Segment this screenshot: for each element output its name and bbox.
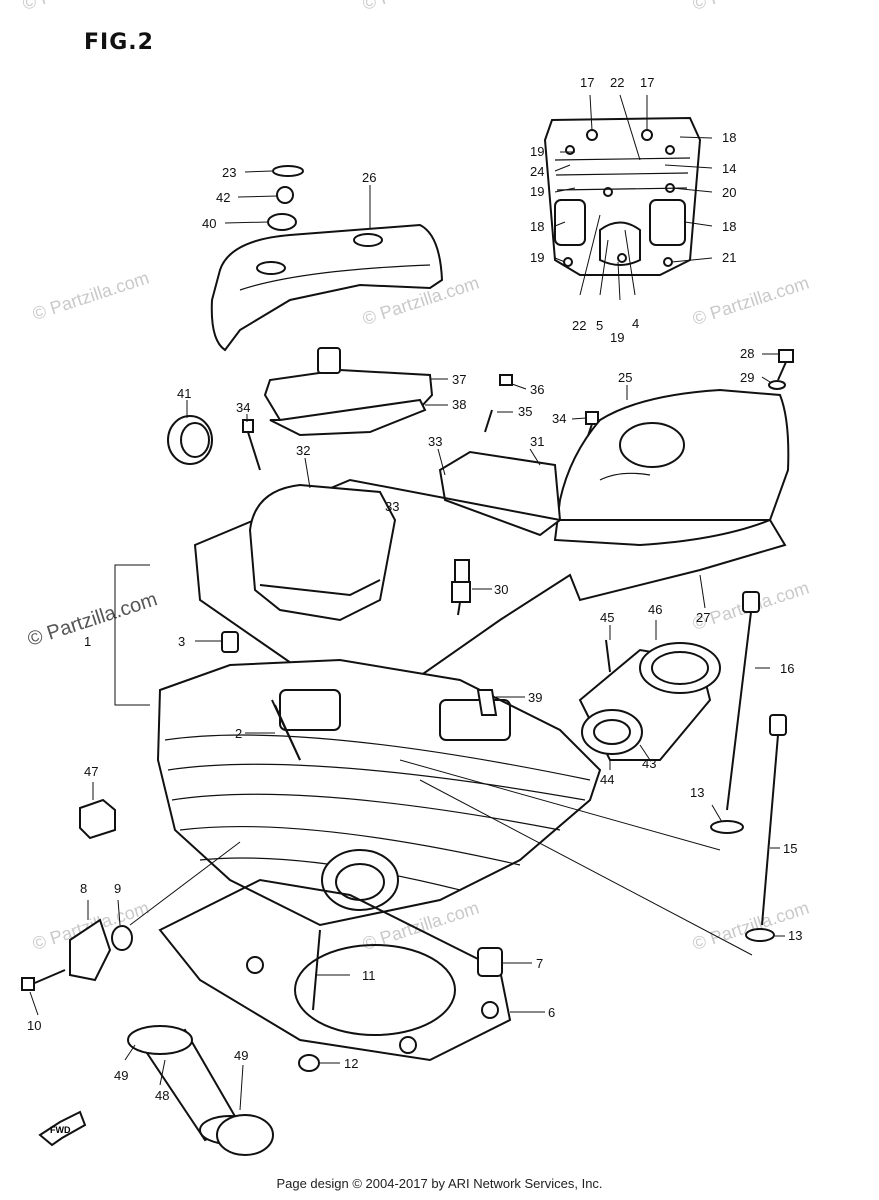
callout-17: 17 [640,75,654,90]
callout-16: 16 [780,661,794,676]
part-valve-cover-plate [437,448,562,537]
part-dowel [477,947,532,977]
callout-2: 2 [235,726,242,741]
callout-19: 19 [530,144,544,159]
part-dowel-pin [195,631,239,653]
part-intake-pipe [578,620,721,770]
fwd-label: FWD [50,1125,71,1135]
part-head-frame-bracket [114,564,150,706]
part-fitting [21,841,241,1016]
callout-34: 34 [552,411,566,426]
callout-25: 25 [618,370,632,385]
callout-26: 26 [362,170,376,185]
callout-27: 27 [696,610,710,625]
part-head-gasket [158,878,545,1062]
callout-10: 10 [27,1018,41,1033]
part-nut [298,1054,340,1072]
callout-21: 21 [722,250,736,265]
callout-3: 3 [178,634,185,649]
callout-40: 40 [202,216,216,231]
callout-12: 12 [344,1056,358,1071]
callout-22: 22 [610,75,624,90]
callout-19: 19 [530,184,544,199]
callout-18: 18 [722,219,736,234]
callout-6: 6 [548,1005,555,1020]
fwd-arrow-icon: FWD [38,1110,87,1147]
part-side-cover [553,385,790,547]
callout-11: 11 [362,968,376,983]
callout-31: 31 [530,434,544,449]
callout-48: 48 [155,1088,169,1103]
callout-18: 18 [530,219,544,234]
callout-49: 49 [114,1068,128,1083]
part-rocker-box [248,457,397,622]
callout-33: 33 [428,434,442,449]
part-pad-block [79,782,116,840]
callout-39: 39 [528,690,542,705]
callout-28: 28 [740,346,754,361]
page-footer: Page design © 2004-2017 by ARI Network S… [276,1176,603,1191]
callout-19: 19 [610,330,624,345]
part-pad [476,689,525,716]
callout-24: 24 [530,164,544,179]
part-cylinder-head-cover [210,223,444,352]
part-oil-seal [167,400,213,465]
part-breather-cover [263,347,448,437]
callout-34: 34 [236,400,250,415]
callout-19: 19 [530,250,544,265]
callout-42: 42 [216,190,230,205]
inset-cylinder-head-top-view [543,94,713,301]
callout-46: 46 [648,602,662,617]
callout-1: 1 [84,634,91,649]
part-spark-plug [451,559,492,616]
callout-labels: 17 22 17 18 19 24 14 19 20 18 18 19 21 2… [27,75,802,1103]
callout-33: 33 [385,499,399,514]
callout-7: 7 [536,956,543,971]
part-hose [124,1025,274,1156]
callout-17: 17 [580,75,594,90]
callout-20: 20 [722,185,736,200]
callout-45: 45 [600,610,614,625]
callout-47: 47 [84,764,98,779]
part-cylinder-head [156,658,602,927]
figure-label: FIG.2 [84,30,154,55]
callout-15: 15 [783,841,797,856]
callout-44: 44 [600,772,614,787]
callout-13: 13 [690,785,704,800]
callout-37: 37 [452,372,466,387]
callout-41: 41 [177,386,191,401]
callout-5: 5 [596,318,603,333]
callout-35: 35 [518,404,532,419]
callout-32: 32 [296,443,310,458]
callout-13: 13 [788,928,802,943]
part-grommet-stack [224,165,371,231]
callout-36: 36 [530,382,544,397]
part-stud-bolt [312,929,350,1011]
callout-22: 22 [572,318,586,333]
callout-43: 43 [642,756,656,771]
callout-9: 9 [114,881,121,896]
callout-14: 14 [722,161,736,176]
callout-29: 29 [740,370,754,385]
callout-49: 49 [234,1048,248,1063]
callout-4: 4 [632,316,639,331]
callout-8: 8 [80,881,87,896]
callout-38: 38 [452,397,466,412]
part-long-bolts [399,591,787,956]
part-stud [245,704,301,761]
callout-30: 30 [494,582,508,597]
callout-23: 23 [222,165,236,180]
callout-18: 18 [722,130,736,145]
